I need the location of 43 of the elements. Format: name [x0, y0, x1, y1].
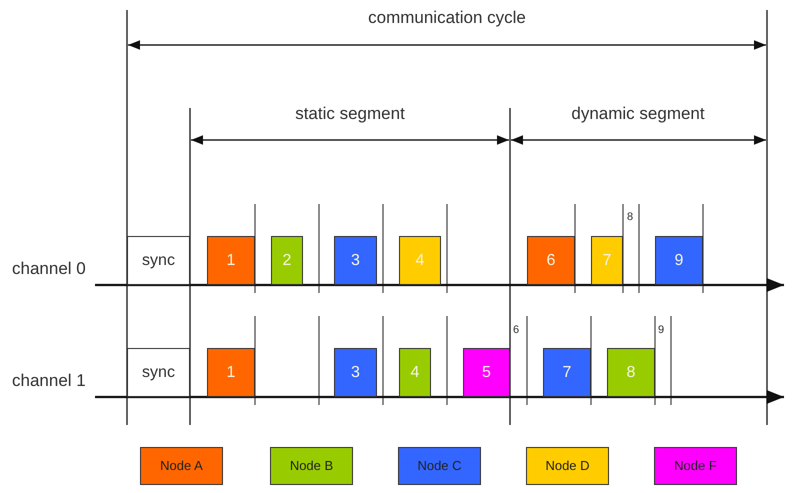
- frame-box: [463, 348, 510, 397]
- frame-box: [543, 348, 591, 397]
- frame-box: [334, 236, 377, 285]
- frame-label: 6: [546, 252, 556, 270]
- frame-box: [399, 236, 441, 285]
- frame-label: sync: [142, 364, 175, 382]
- frame-label: 7: [602, 252, 612, 270]
- slot-number: 9: [658, 324, 664, 336]
- dimension-label: static segment: [295, 104, 405, 124]
- channel-label: channel 1: [12, 371, 86, 391]
- dimension-label: communication cycle: [368, 8, 526, 28]
- legend-label: Node F: [673, 457, 718, 475]
- legend-label: Node C: [416, 457, 463, 475]
- frame-label: 1: [226, 252, 236, 270]
- frame-label: 7: [562, 364, 572, 382]
- channel-label: channel 0: [12, 259, 86, 279]
- frame-box: [591, 236, 623, 285]
- dimension-label: dynamic segment: [571, 104, 705, 124]
- slot-number: 6: [513, 324, 520, 336]
- sync-frame: [127, 348, 190, 397]
- frame-label: 2: [282, 252, 292, 270]
- frame-box: [655, 236, 703, 285]
- frame-label: 5: [482, 364, 491, 382]
- frame-box: [271, 236, 303, 285]
- frame-box: [607, 348, 655, 397]
- frame-label: 1: [226, 364, 236, 382]
- frame-label: sync: [142, 252, 175, 270]
- frame-label: 4: [410, 364, 420, 382]
- frame-label: 3: [351, 364, 360, 382]
- frame-label: 9: [674, 252, 684, 270]
- frame-label: 4: [416, 252, 424, 270]
- frame-box: [207, 236, 255, 285]
- frame-box: [527, 236, 575, 285]
- legend-label: Node B: [288, 457, 334, 475]
- slot-number: 8: [627, 211, 634, 223]
- legend-label: Node D: [544, 457, 591, 475]
- frame-box: [207, 348, 255, 397]
- legend-label: Node A: [159, 457, 204, 475]
- frame-label: 3: [351, 252, 360, 270]
- frame-label: 8: [626, 364, 636, 382]
- frame-box: [334, 348, 377, 397]
- frame-box: [399, 348, 431, 397]
- sync-frame: [127, 236, 190, 285]
